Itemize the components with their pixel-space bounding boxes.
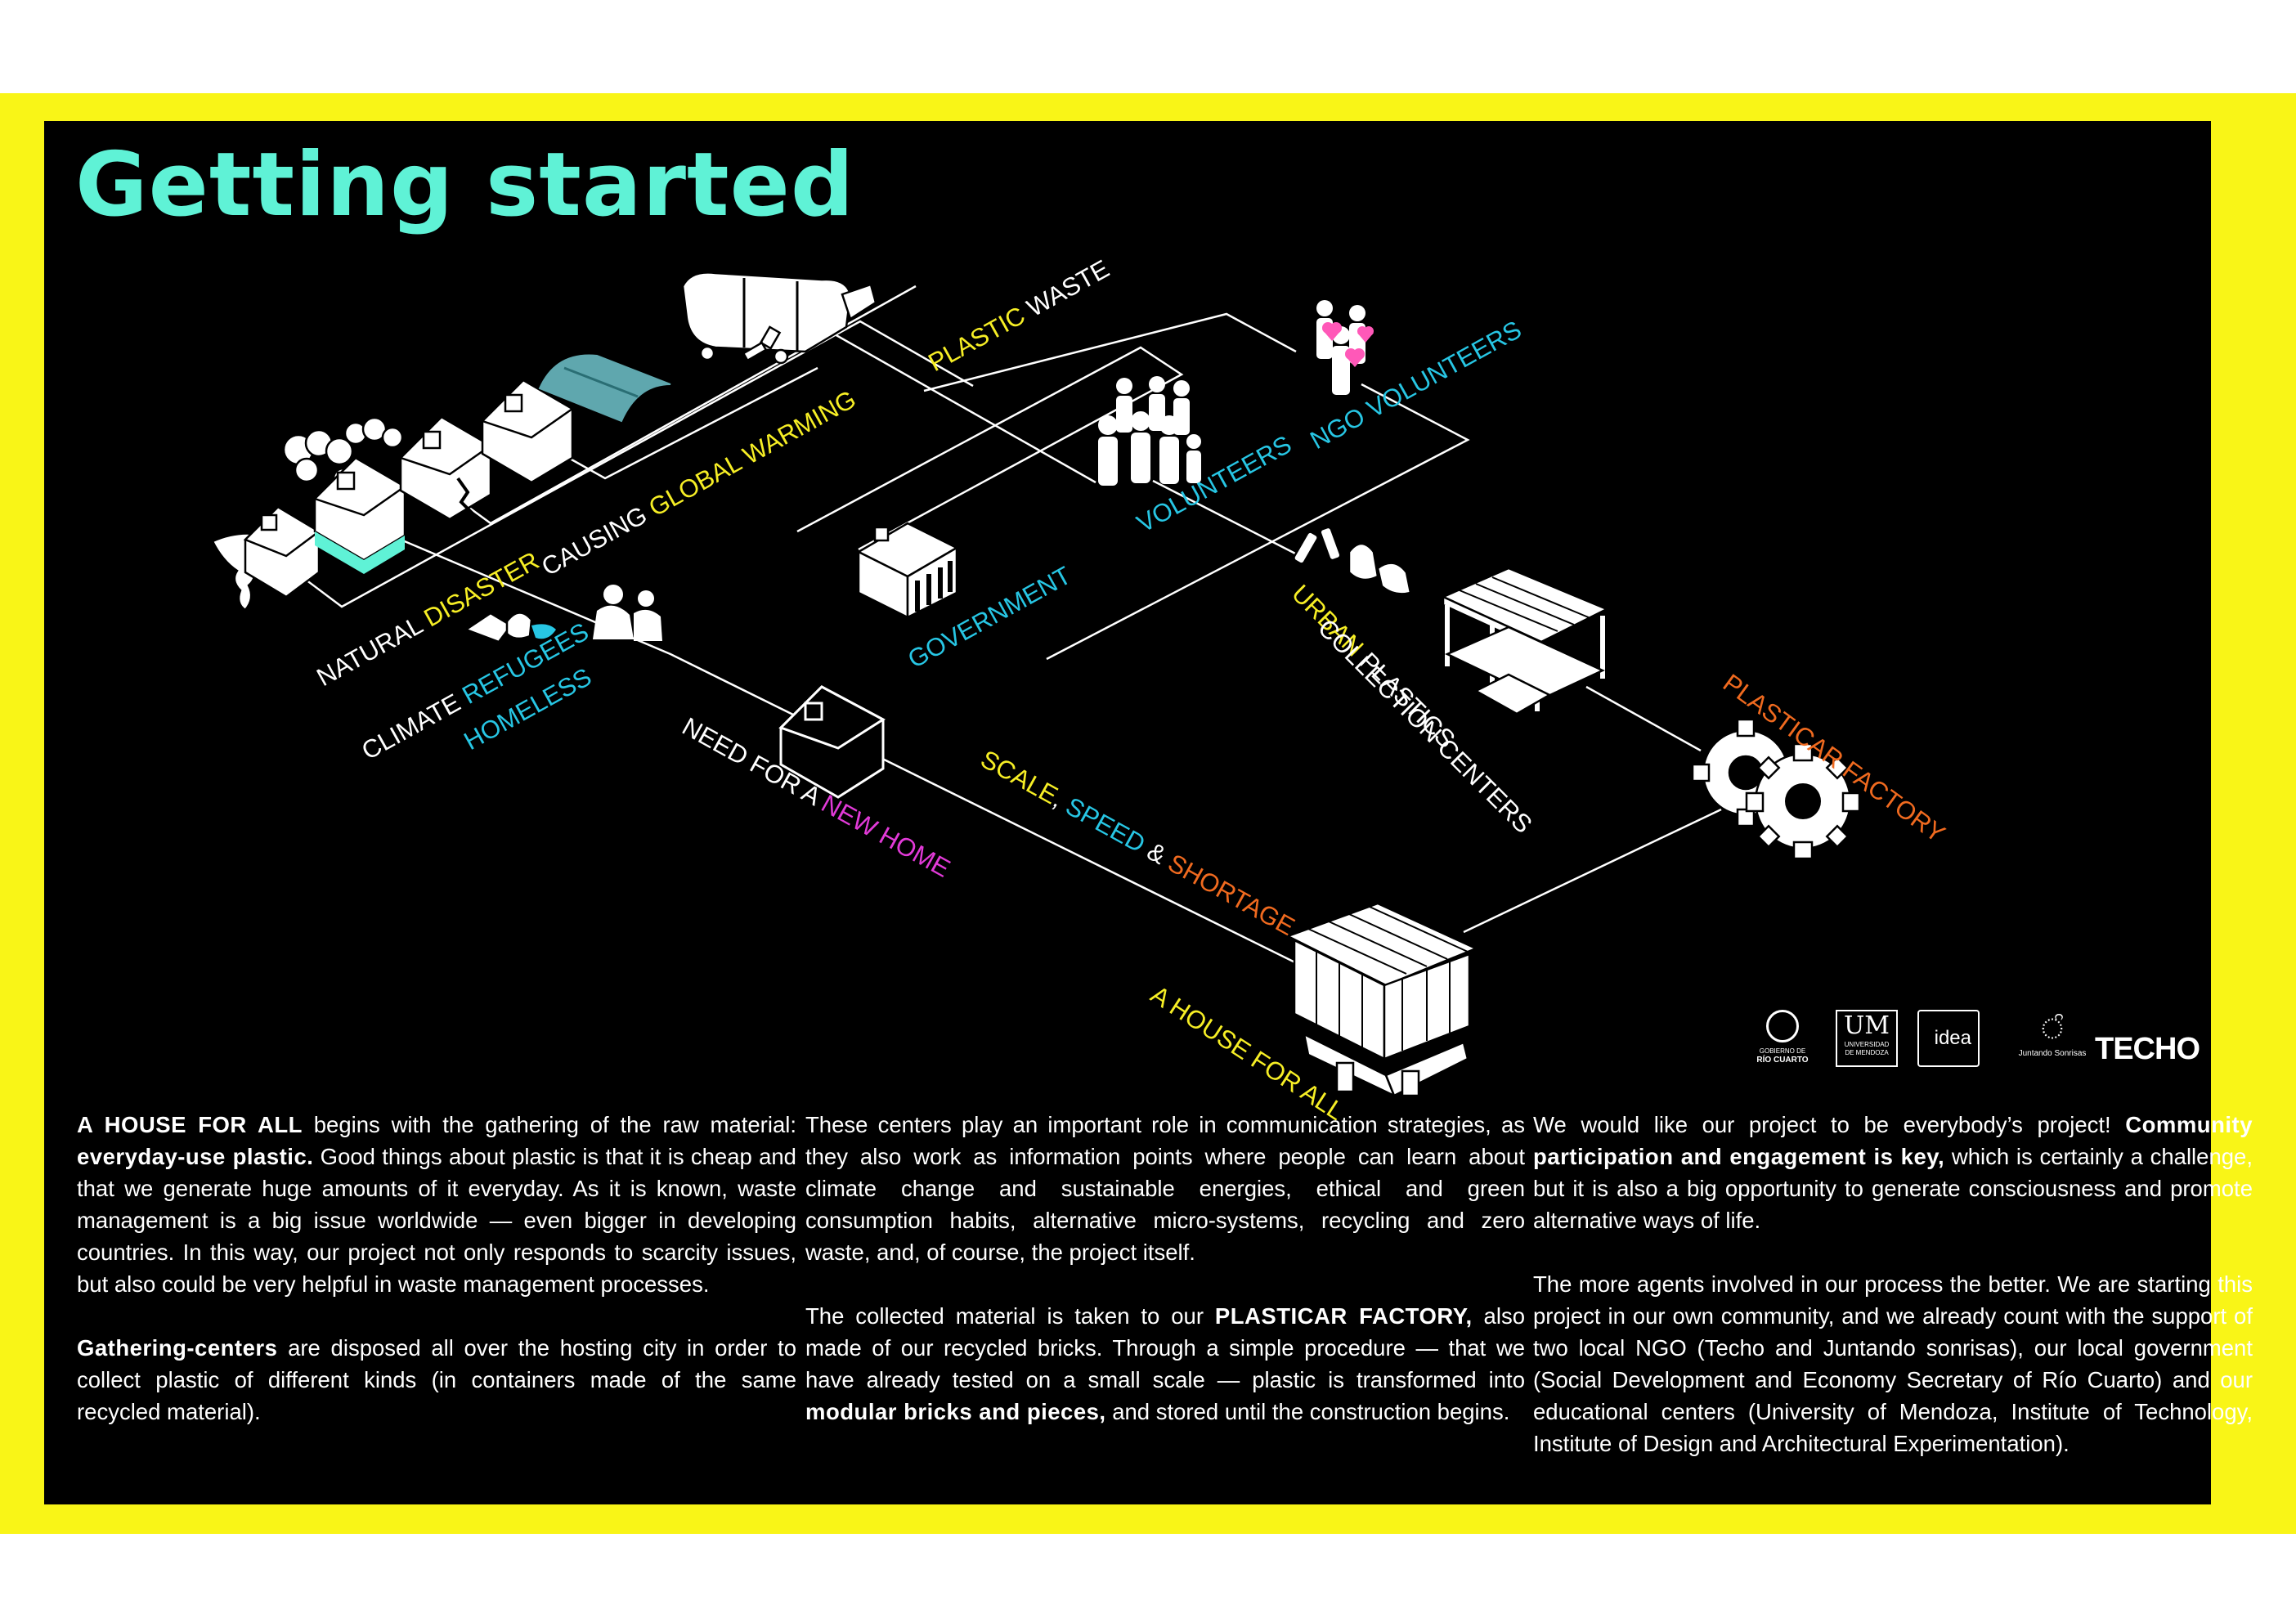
plastic-bottles-icon	[1293, 526, 1412, 595]
label-causing-global-warming: CAUSING GLOBAL WARMING	[536, 384, 860, 581]
label-volunteers: VOLUNTEERS	[1132, 430, 1296, 539]
government-building-icon	[856, 522, 959, 620]
text-column-2: These centers play an important role in …	[805, 1109, 1525, 1459]
line-houses-top	[563, 366, 818, 480]
paragraph: The more agents involved in our process …	[1533, 1271, 2253, 1456]
page-title: Getting started	[75, 134, 855, 236]
um-logo: UM UNIVERSIDAD DE MENDOZA	[1836, 1010, 1898, 1067]
idea-logo: idea	[1917, 1010, 1980, 1067]
cracked-house-icon	[398, 415, 493, 521]
new-home-icon	[778, 685, 886, 799]
line-factory-to-house	[1463, 808, 1722, 934]
techo-logo: TECHO	[2095, 1032, 2200, 1066]
greenhouse-tunnel-icon	[538, 354, 671, 423]
debris-icon	[464, 612, 556, 643]
collection-center-icon	[1440, 567, 1610, 715]
line-ngo-to-government	[1046, 383, 1470, 661]
garbage-containers-icon	[681, 271, 877, 365]
paragraph: We would like our project to be everybod…	[1533, 1112, 2253, 1233]
damaged-house-icon	[243, 505, 321, 599]
text-column-1: A HOUSE FOR ALL begins with the gatherin…	[77, 1109, 796, 1459]
line-plastic-waste	[821, 325, 1096, 484]
refugees-icon	[593, 585, 662, 641]
line-refugees-to-house	[400, 538, 1309, 971]
paragraph: The collected material is taken to our P…	[805, 1303, 1525, 1424]
house-icon	[480, 379, 575, 484]
label-plastic-waste: PLASTIC WASTE	[923, 254, 1114, 377]
house-for-all-icon	[1285, 902, 1479, 1098]
paragraph: These centers play an important role in …	[805, 1112, 1525, 1265]
line-volunteers-to-urban	[1152, 479, 1301, 558]
ngo-volunteers-icon	[1316, 300, 1374, 395]
line-urban-to-factory	[1585, 685, 1702, 752]
label-scale-speed-shortage: SCALE, SPEED & SHORTAGE	[976, 745, 1300, 942]
paragraph: A HOUSE FOR ALL begins with the gatherin…	[77, 1112, 796, 1297]
juntando-sonrisas-logo: ੰ Juntando Sonrisas	[2018, 1014, 2087, 1058]
text-column-3: We would like our project to be everybod…	[1533, 1109, 2253, 1491]
volunteers-group-icon	[1098, 376, 1201, 486]
smoke-cloud-icon	[343, 416, 404, 449]
flooded-house-icon	[312, 456, 407, 574]
line-government-loop	[796, 346, 1184, 551]
gears-icon	[1691, 718, 1861, 860]
paragraph: Gathering-centers are disposed all over …	[77, 1335, 796, 1424]
smoke-cloud-icon	[282, 428, 355, 490]
rio-cuarto-logo: GOBIERNO DE RÍO CUARTO	[1750, 1010, 1815, 1065]
line-waste-to-ngo	[923, 312, 1297, 392]
